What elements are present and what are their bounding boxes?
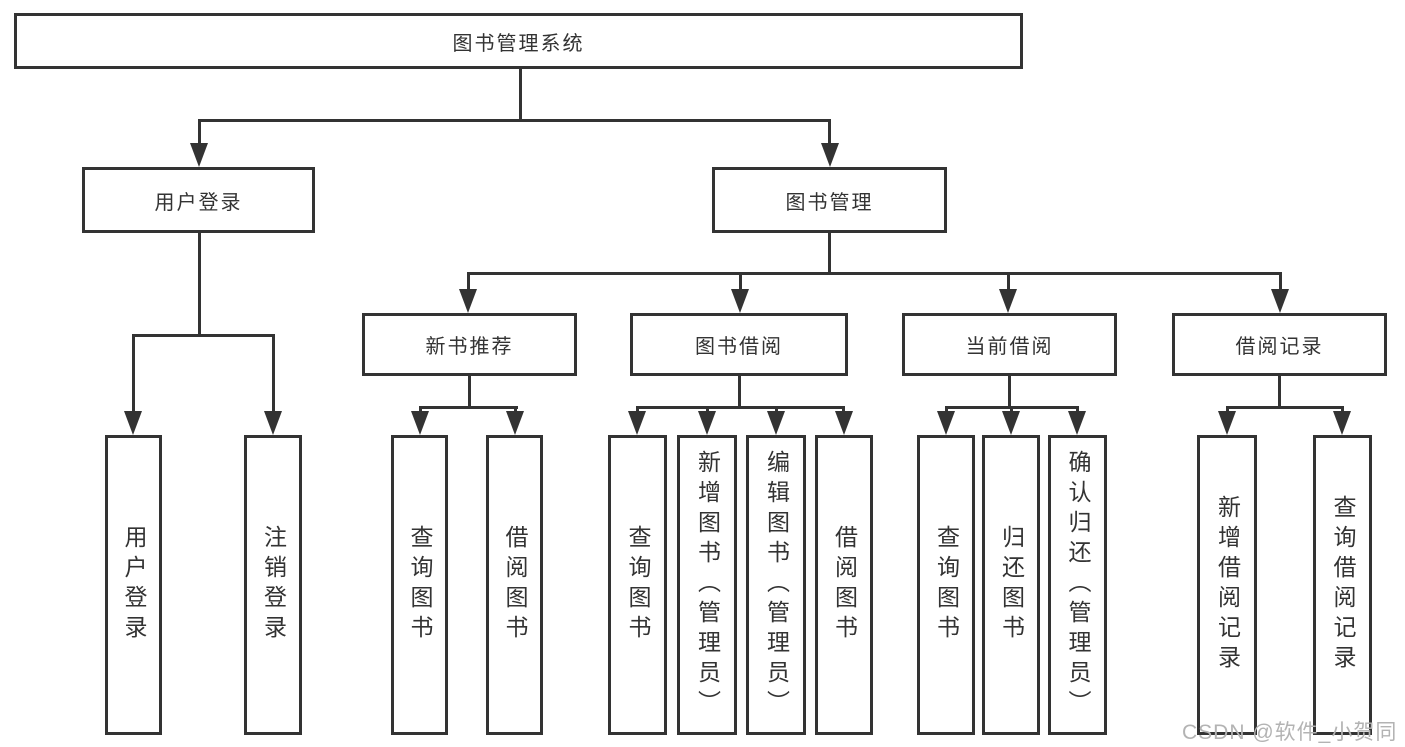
node-new-book-recommend: 新书推荐 [362, 313, 577, 376]
connector-line [132, 334, 135, 412]
connector-line [738, 376, 741, 409]
leaf-confirm-return-admin: 确认归还（管理员） [1048, 435, 1107, 735]
leaf-query-books-newbook: 查询图书 [391, 435, 448, 735]
arrowhead [698, 411, 716, 435]
connector-line [636, 406, 845, 409]
connector-line [1010, 406, 1013, 414]
arrowhead [937, 411, 955, 435]
node-label: 图书借阅 [695, 336, 783, 358]
connector-line [1007, 272, 1010, 291]
leaf-user-login: 用户登录 [105, 435, 162, 735]
connector-line [519, 69, 522, 122]
arrowhead [821, 143, 839, 167]
connector-line [467, 272, 470, 291]
arrowhead [1218, 411, 1236, 435]
connector-line [636, 406, 639, 414]
arrowhead [731, 289, 749, 313]
leaf-label: 确认归还（管理员） [1065, 450, 1091, 720]
leaf-label: 归还图书 [998, 525, 1025, 645]
watermark-text: CSDN @软件_小贺同学 [1182, 721, 1398, 744]
connector-line [1279, 272, 1282, 291]
leaf-label: 查询图书 [625, 525, 651, 645]
node-label: 借阅记录 [1235, 336, 1324, 358]
connector-line [419, 406, 518, 409]
node-borrow-records: 借阅记录 [1172, 313, 1387, 376]
arrowhead [190, 143, 208, 167]
connector-line [198, 233, 201, 337]
connector-line [828, 233, 831, 275]
connector-line [132, 334, 275, 337]
leaf-label: 查询借阅记录 [1330, 495, 1356, 675]
leaf-query-books-borrow: 查询图书 [608, 435, 667, 735]
connector-line [842, 406, 845, 414]
connector-line [1226, 406, 1344, 409]
leaf-query-borrow-record: 查询借阅记录 [1313, 435, 1372, 735]
leaf-label: 新增借阅记录 [1214, 495, 1241, 675]
connector-line [468, 376, 471, 409]
leaf-logout-login: 注销登录 [244, 435, 302, 735]
arrowhead [264, 411, 282, 435]
node-label: 图书管理系统 [452, 32, 585, 55]
arrowhead [767, 411, 785, 435]
arrowhead [1002, 411, 1020, 435]
connector-line [1076, 406, 1079, 414]
connector-line [739, 272, 742, 291]
leaf-add-borrow-record: 新增借阅记录 [1197, 435, 1257, 735]
connector-line [706, 406, 709, 414]
leaf-label: 查询图书 [933, 525, 960, 645]
arrowhead [835, 411, 853, 435]
connector-line [945, 406, 948, 414]
node-book-management: 图书管理 [712, 167, 947, 233]
arrowhead [999, 289, 1017, 313]
connector-line [198, 119, 831, 122]
leaf-return-books: 归还图书 [982, 435, 1040, 735]
arrowhead [459, 289, 477, 313]
leaf-label: 借阅图书 [502, 525, 528, 645]
connector-line [272, 334, 275, 412]
leaf-borrow-books-borrow: 借阅图书 [815, 435, 873, 735]
arrowhead [411, 411, 429, 435]
node-user-login: 用户登录 [82, 167, 315, 233]
arrowhead [124, 411, 142, 435]
leaf-label: 查询图书 [407, 525, 433, 645]
connector-line [1278, 376, 1281, 409]
node-library-system: 图书管理系统 [14, 13, 1023, 69]
leaf-label: 借阅图书 [831, 525, 858, 645]
connector-line [419, 406, 422, 414]
leaf-label: 新增图书（管理员） [694, 450, 721, 720]
connector-line [467, 272, 1282, 275]
connector-line [1341, 406, 1344, 414]
leaf-label: 用户登录 [121, 525, 147, 645]
connector-line [828, 119, 831, 146]
leaf-borrow-books-newbook: 借阅图书 [486, 435, 543, 735]
node-book-borrow: 图书借阅 [630, 313, 848, 376]
leaf-label: 注销登录 [260, 525, 287, 645]
arrowhead [1333, 411, 1351, 435]
node-label: 图书管理 [785, 191, 874, 214]
arrowhead [1271, 289, 1289, 313]
node-current-borrow: 当前借阅 [902, 313, 1117, 376]
connector-line [198, 119, 201, 146]
leaf-label: 编辑图书（管理员） [763, 450, 790, 720]
connector-line [1008, 376, 1011, 409]
connector-line [775, 406, 778, 414]
node-label: 新书推荐 [425, 336, 514, 358]
connector-line [1226, 406, 1229, 414]
node-label: 用户登录 [154, 191, 243, 214]
leaf-query-books-current: 查询图书 [917, 435, 975, 735]
arrowhead [628, 411, 646, 435]
arrowhead [1068, 411, 1086, 435]
leaf-add-books-admin: 新增图书（管理员） [677, 435, 737, 735]
leaf-edit-books-admin: 编辑图书（管理员） [746, 435, 806, 735]
connector-line [514, 406, 517, 414]
arrowhead [506, 411, 524, 435]
node-label: 当前借阅 [965, 336, 1054, 358]
